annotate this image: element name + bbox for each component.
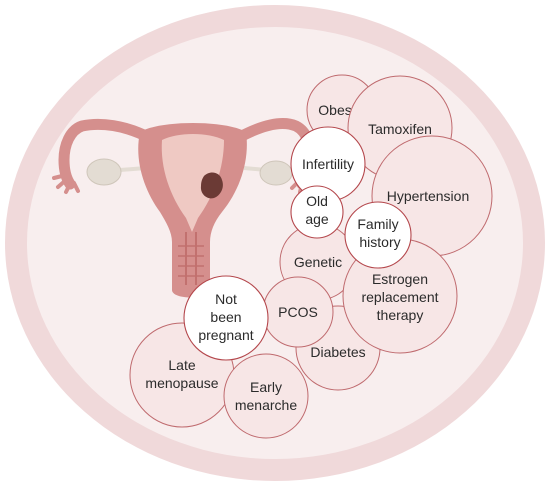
diabetes-label: Diabetes xyxy=(310,344,365,360)
not-pregnant-label-line-3: pregnant xyxy=(198,327,253,343)
right-ovary-icon xyxy=(259,160,293,186)
early-menarche-label-line-1: Early xyxy=(250,379,282,395)
early-menarche-label-line-2: menarche xyxy=(235,397,297,413)
late-menopause-label-line-2: menopause xyxy=(145,375,218,391)
left-ovary-icon xyxy=(86,158,122,186)
family-history-bubble: Family history xyxy=(344,201,412,269)
tumor-icon xyxy=(200,172,223,199)
late-menopause-label-line-1: Late xyxy=(168,357,195,373)
genetic-label: Genetic xyxy=(294,254,342,270)
infertility-label: Infertility xyxy=(302,156,354,172)
estrogen-label-line-2: replacement xyxy=(361,289,438,305)
hypertension-label: Hypertension xyxy=(387,188,470,204)
old-age-bubble: Old age xyxy=(290,185,344,239)
early-menarche-bubble: Early menarche xyxy=(223,353,309,439)
estrogen-label-line-3: therapy xyxy=(377,307,424,323)
pcos-label: PCOS xyxy=(278,304,318,320)
estrogen-label-line-1: Estrogen xyxy=(372,271,428,287)
old-age-label-line-2: age xyxy=(305,211,329,227)
pcos-bubble: PCOS xyxy=(262,276,334,348)
old-age-label-line-1: Old xyxy=(306,193,328,209)
not-pregnant-label-line-1: Not xyxy=(215,291,237,307)
not-pregnant-label-line-2: been xyxy=(210,309,241,325)
family-history-label-line-2: history xyxy=(359,234,400,250)
tamoxifen-label: Tamoxifen xyxy=(368,121,432,137)
family-history-label-line-1: Family xyxy=(357,216,398,232)
not-pregnant-bubble: Not been pregnant xyxy=(183,275,269,361)
